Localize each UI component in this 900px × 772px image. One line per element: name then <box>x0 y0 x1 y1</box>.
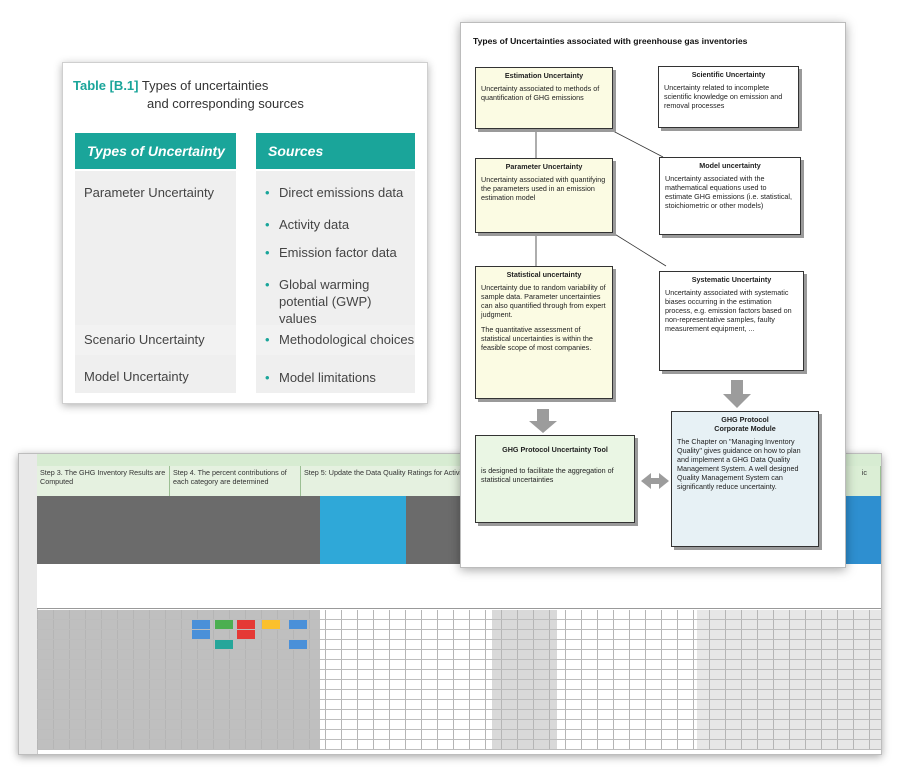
flowchart-connectors <box>529 130 751 489</box>
grid-highlight <box>192 630 210 639</box>
box-corporate-title-line2: Corporate Module <box>714 424 776 433</box>
box-uncertainty-tool: GHG Protocol Uncertainty Tool is designe… <box>475 435 635 523</box>
row-bg-scenario-type <box>75 325 236 355</box>
connector-line <box>612 232 667 267</box>
header-sources: Sources <box>256 133 415 169</box>
grid-highlight <box>262 620 280 629</box>
data-grid <box>37 610 881 750</box>
box-estimation-text: Uncertainty associated to methods of qua… <box>481 84 600 102</box>
source-emission-factor: Emission factor data <box>265 244 397 261</box>
column-header-row <box>37 564 881 609</box>
box-model-title: Model uncertainty <box>699 161 761 170</box>
box-estimation-uncertainty: Estimation Uncertainty Uncertainty assoc… <box>475 67 613 129</box>
cyan-header-block <box>320 496 406 564</box>
box-statistical-uncertainty: Statistical uncertainty Uncertainty due … <box>475 266 613 399</box>
grid-highlight <box>215 620 233 629</box>
box-corporate-title-line1: GHG Protocol <box>721 415 769 424</box>
source-model-limitations: Model limitations <box>265 369 376 386</box>
type-parameter: Parameter Uncertainty <box>84 185 215 200</box>
table-label: Table [B.1] <box>73 78 139 93</box>
box-estimation-title: Estimation Uncertainty <box>504 71 584 80</box>
header-types-of-uncertainty: Types of Uncertainty <box>75 133 236 169</box>
arrow-down-right <box>723 380 751 408</box>
source-direct-emissions: Direct emissions data <box>265 184 403 201</box>
step-3-header: Step 3. The GHG Inventory Results are Co… <box>37 466 170 496</box>
box-model-uncertainty: Model uncertainty Uncertainty associated… <box>659 157 801 235</box>
row-header-strip <box>19 454 38 754</box>
table-title-line2: and corresponding sources <box>147 96 304 111</box>
box-scientific-title: Scientific Uncertainty <box>691 70 766 79</box>
box-corporate-module: GHG Protocol Corporate Module The Chapte… <box>671 411 819 547</box>
type-scenario: Scenario Uncertainty <box>84 332 205 347</box>
box-model-text: Uncertainty associated with the mathemat… <box>665 174 793 210</box>
type-model: Model Uncertainty <box>84 369 189 384</box>
box-tool-text: is designed to facilitate the aggregatio… <box>481 466 614 484</box>
flowchart-title: Types of Uncertainties associated with g… <box>473 36 748 46</box>
box-systematic-text: Uncertainty associated with systematic b… <box>665 288 792 333</box>
flowchart-document: Types of Uncertainties associated with g… <box>460 22 846 568</box>
grid-highlight <box>289 620 307 629</box>
box-parameter-uncertainty: Parameter Uncertainty Uncertainty associ… <box>475 158 613 233</box>
box-systematic-title: Systematic Uncertainty <box>691 275 772 284</box>
box-statistical-text2: The quantitative assessment of statistic… <box>481 325 593 352</box>
source-activity-data: Activity data <box>265 216 349 233</box>
table-caption: Table [B.1] Types of uncertainties and c… <box>73 77 304 113</box>
grid-highlight <box>237 620 255 629</box>
grid-highlight <box>215 640 233 649</box>
step-rest-text: ic <box>861 468 867 477</box>
box-statistical-title: Statistical uncertainty <box>506 270 582 279</box>
grid-highlight <box>289 640 307 649</box>
source-methodological-choices: Methodological choices <box>265 331 414 348</box>
box-statistical-text1: Uncertainty due to random variability of… <box>481 283 606 319</box>
source-gwp-values: Global warming potential (GWP) values <box>265 276 409 327</box>
box-systematic-uncertainty: Systematic Uncertainty Uncertainty assoc… <box>659 271 804 371</box>
step-4-header: Step 4. The percent contributions of eac… <box>170 466 301 496</box>
box-parameter-title: Parameter Uncertainty <box>505 162 583 171</box>
box-scientific-uncertainty: Scientific Uncertainty Uncertainty relat… <box>658 66 799 128</box>
arrow-bidirectional <box>641 473 669 489</box>
table-title-line1: Types of uncertainties <box>141 78 269 93</box>
box-scientific-text: Uncertainty related to incomplete scient… <box>664 83 783 110</box>
grid-highlight <box>237 630 255 639</box>
table-b1-card: Table [B.1] Types of uncertainties and c… <box>62 62 428 404</box>
box-corporate-text: The Chapter on "Managing Inventory Quali… <box>677 437 801 491</box>
grid-highlight <box>192 620 210 629</box>
row-bg-model-type <box>75 359 236 393</box>
connector-line <box>612 130 664 158</box>
box-tool-title: GHG Protocol Uncertainty Tool <box>502 445 608 454</box>
arrow-down-left <box>529 409 557 433</box>
box-parameter-text: Uncertainty associated with quantifying … <box>481 175 606 202</box>
